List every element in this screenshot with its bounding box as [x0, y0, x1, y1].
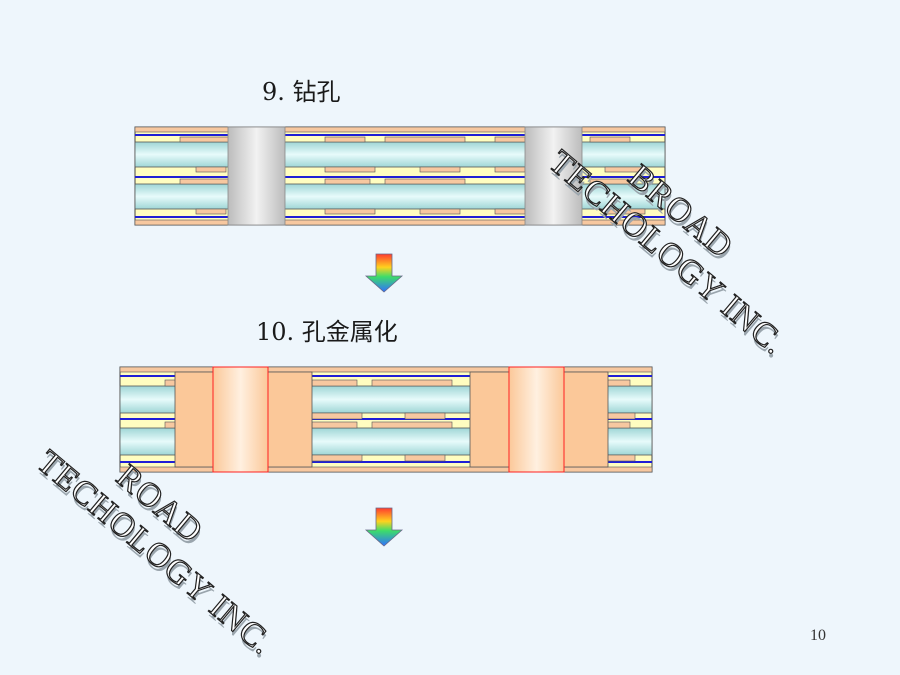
plated-hole — [469, 366, 609, 473]
board-1-bottom-copper — [134, 219, 666, 226]
board-2-top-copper — [119, 366, 653, 373]
board-2 — [119, 366, 653, 473]
down-arrow-icon — [364, 507, 404, 547]
down-arrow-icon — [364, 253, 404, 293]
drilled-hole — [227, 126, 286, 226]
board-1-top-copper — [134, 126, 666, 133]
board-1 — [134, 126, 666, 226]
board-2-bottom-copper — [119, 466, 653, 473]
board-1-inner-pads — [179, 136, 646, 215]
step-10-title: 10. 孔金属化 — [256, 318, 398, 346]
page-number: 10 — [810, 627, 826, 644]
step-9-title: 9. 钻孔 — [262, 78, 341, 106]
drilled-hole — [524, 126, 583, 226]
plated-hole — [174, 366, 313, 473]
